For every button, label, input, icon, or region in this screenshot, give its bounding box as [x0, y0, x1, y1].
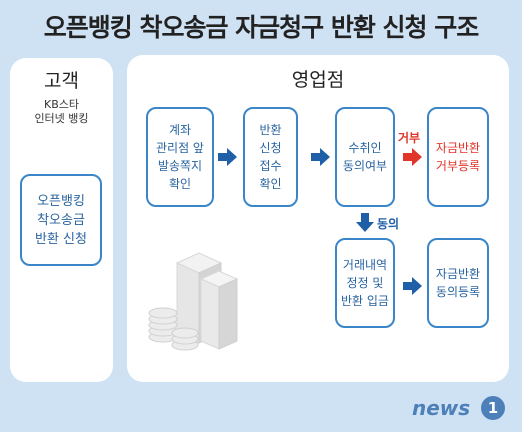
step-refusal-register-box: 자금반환 거부등록: [427, 107, 489, 207]
news1-logo: news: [412, 396, 471, 420]
step-account-check-box: 계좌 관리점 앞 발송쪽지 확인: [146, 107, 214, 207]
customer-panel: 고객 KB스타 인터넷 뱅킹 오픈뱅킹 착오송금 반환 신청: [10, 58, 113, 382]
step-correction-deposit-box: 거래내역 정정 및 반환 입금: [335, 238, 395, 328]
documents-coins-illustration: [148, 252, 239, 351]
arrow-right-icon: [403, 277, 422, 295]
branch-panel: 영업점 계좌 관리점 앞 발송쪽지 확인 반환 신청 접수 확인 수취인 동의여…: [127, 55, 509, 382]
arrow-down-icon: [356, 213, 374, 232]
customer-title: 고객: [44, 70, 79, 92]
arrow-right-icon: [311, 148, 330, 166]
step-consent-register-box: 자금반환 동의등록: [427, 238, 489, 328]
arrow-right-icon: [218, 148, 237, 166]
customer-subtitle: KB스타 인터넷 뱅킹: [34, 98, 89, 125]
agree-label: 동의: [377, 217, 400, 231]
page-title: 오픈뱅킹 착오송금 자금청구 반환 신청 구조: [43, 13, 480, 42]
refuse-label: 거부: [398, 131, 421, 145]
branch-title: 영업점: [291, 69, 345, 91]
news1-badge-text: 1: [488, 399, 498, 417]
news1-badge-icon: 1: [481, 396, 505, 420]
customer-request-box: 오픈뱅킹 착오송금 반환 신청: [20, 174, 102, 266]
step-recipient-consent-box: 수취인 동의여부: [335, 107, 395, 207]
arrow-right-red-icon: [403, 148, 422, 166]
step-receipt-confirm-box: 반환 신청 접수 확인: [243, 107, 298, 207]
